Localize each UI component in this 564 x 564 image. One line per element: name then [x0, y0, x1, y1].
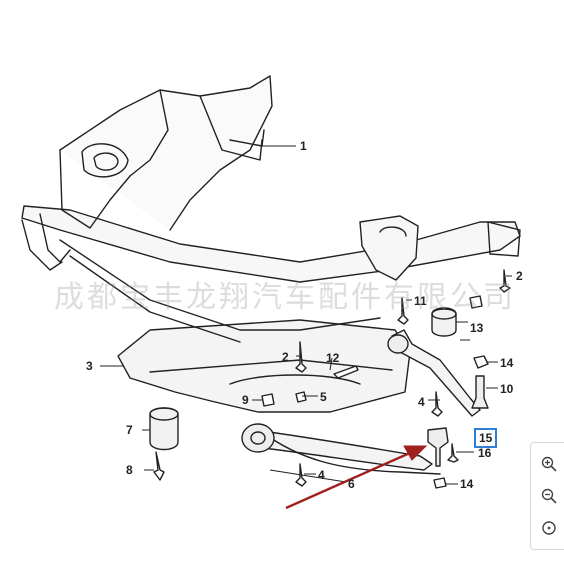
callout-7[interactable]: 7 [126, 423, 133, 437]
zoom-out-icon[interactable] [540, 487, 558, 505]
callout-4-left[interactable]: 4 [318, 468, 325, 482]
bolt-2-right [499, 269, 511, 293]
bushing-13 [431, 307, 457, 337]
pointer-arrow [285, 445, 428, 510]
callout-13[interactable]: 13 [470, 321, 484, 335]
nut-5 [295, 391, 307, 403]
upper-frame [59, 75, 273, 231]
callout-10[interactable]: 10 [500, 382, 514, 396]
callout-6[interactable]: 6 [348, 477, 355, 491]
callout-16[interactable]: 16 [478, 446, 492, 460]
callout-15-highlighted[interactable]: 15 [474, 428, 498, 448]
zoom-in-icon[interactable] [540, 455, 558, 473]
callout-14-top[interactable]: 14 [500, 356, 514, 370]
callout-14-bottom[interactable]: 14 [460, 477, 474, 491]
nut-14-bottom [433, 477, 447, 489]
ball-joint-10 [471, 375, 489, 409]
control-arm [254, 429, 433, 471]
watermark-text: 成都宝丰龙翔汽车配件有限公司 [54, 280, 516, 315]
right-mount [359, 215, 419, 281]
bolt-2-left [295, 341, 307, 373]
nut-14-top [473, 355, 489, 369]
callout-9[interactable]: 9 [242, 393, 249, 407]
bolt-8 [153, 451, 165, 481]
callout-2-left[interactable]: 2 [282, 350, 289, 364]
callout-12[interactable]: 12 [326, 351, 340, 365]
bushing-7 [149, 407, 179, 451]
bolt-16 [447, 443, 459, 463]
reset-icon[interactable] [540, 519, 558, 537]
callout-3[interactable]: 3 [86, 359, 93, 373]
subframe-beam [21, 205, 521, 283]
bolt-11 [397, 297, 409, 325]
nut-9 [261, 393, 275, 407]
arm-bushing [241, 423, 275, 453]
callout-2-right[interactable]: 2 [516, 269, 523, 283]
nut-13 [469, 295, 483, 309]
callout-5[interactable]: 5 [320, 390, 327, 404]
ball-joint-15 [427, 427, 449, 467]
bolt-4-right [431, 391, 443, 417]
zoom-controls [530, 442, 564, 550]
skid-plate [117, 319, 411, 413]
callout-4-right[interactable]: 4 [418, 395, 425, 409]
callout-1[interactable]: 1 [300, 139, 307, 153]
callout-11[interactable]: 11 [414, 294, 427, 308]
callout-8[interactable]: 8 [126, 463, 133, 477]
bolt-12 [333, 365, 359, 379]
tension-strut [391, 329, 481, 417]
